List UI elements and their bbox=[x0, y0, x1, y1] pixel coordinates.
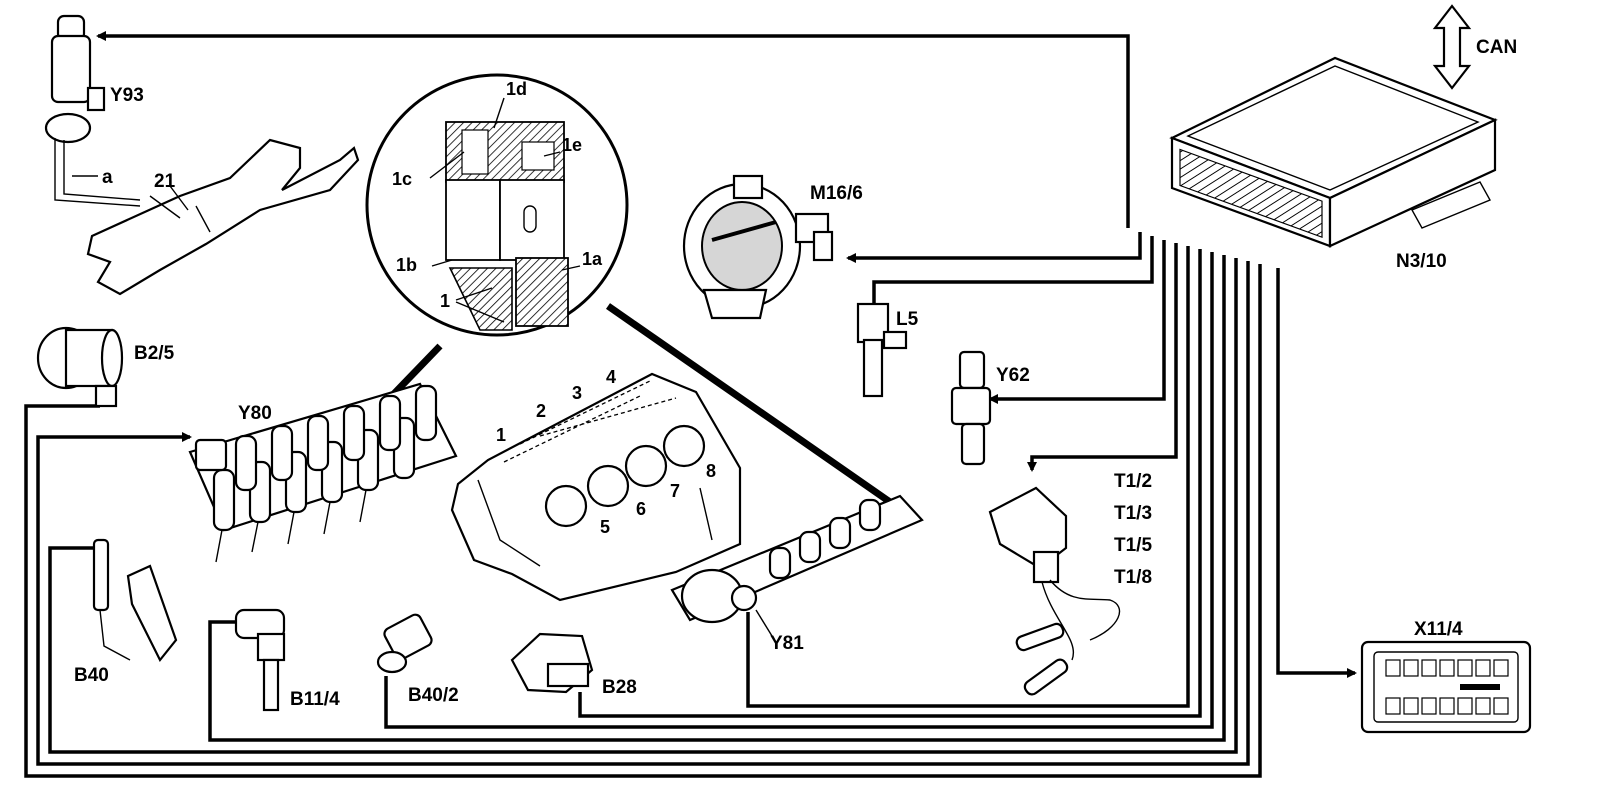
label-y81: Y81 bbox=[770, 633, 804, 654]
wire-b11-4 bbox=[208, 255, 1226, 742]
t1-ignition-coil bbox=[988, 486, 1121, 696]
label-cyl-2: 2 bbox=[536, 401, 547, 421]
label-b28: B28 bbox=[602, 677, 637, 698]
label-detail-1e: 1e bbox=[562, 135, 583, 155]
label-b40: B40 bbox=[74, 665, 109, 686]
wire-b40 bbox=[48, 258, 1238, 754]
label-t1-8: T1/8 bbox=[1114, 567, 1153, 588]
label-n3-10: N3/10 bbox=[1396, 251, 1447, 272]
label-detail-1: 1 bbox=[440, 291, 451, 311]
b40-2-sensor bbox=[376, 613, 433, 674]
label-cyl-4: 4 bbox=[606, 367, 617, 387]
label-cyl-8: 8 bbox=[706, 461, 717, 481]
label-21: 21 bbox=[154, 171, 176, 192]
can-arrow bbox=[1432, 4, 1472, 90]
label-y93: Y93 bbox=[110, 85, 144, 106]
label-cyl-6: 6 bbox=[636, 499, 647, 519]
wire-b40-2 bbox=[384, 252, 1214, 729]
wire-b2-5 bbox=[24, 264, 1262, 778]
b28-sensor bbox=[510, 632, 594, 694]
label-x11-4: X11/4 bbox=[1414, 619, 1463, 640]
label-t1-2: T1/2 bbox=[1114, 471, 1153, 492]
wire-y62 bbox=[988, 240, 1166, 404]
wire-y80 bbox=[36, 261, 1250, 766]
label-t1-5: T1/5 bbox=[1114, 535, 1153, 556]
wire-y93 bbox=[96, 31, 1130, 228]
label-t1-3: T1/3 bbox=[1114, 503, 1153, 524]
label-detail-1b: 1b bbox=[396, 255, 418, 275]
ecu-n3-10 bbox=[1169, 56, 1498, 248]
ecu-connector-pins bbox=[1179, 148, 1323, 238]
wire-b28 bbox=[578, 249, 1202, 718]
engine-block bbox=[450, 372, 742, 602]
b2-5-sensor bbox=[36, 326, 124, 408]
wire-m16-6 bbox=[846, 232, 1142, 263]
label-can: CAN bbox=[1476, 37, 1518, 58]
label-detail-1c: 1c bbox=[392, 169, 413, 189]
x11-4-connector bbox=[1360, 640, 1532, 734]
label-detail-1d: 1d bbox=[506, 79, 528, 99]
wire-x11-4 bbox=[1276, 268, 1357, 678]
label-b2-5: B2/5 bbox=[134, 343, 175, 364]
wire-y81 bbox=[746, 246, 1190, 708]
wiring-harness bbox=[24, 4, 1472, 778]
wire-l5 bbox=[872, 236, 1154, 306]
y80-camshaft bbox=[188, 382, 458, 563]
b11-4-sensor bbox=[234, 608, 286, 712]
label-y62: Y62 bbox=[996, 365, 1030, 386]
detail-magnifier bbox=[365, 73, 892, 505]
l5-sensor bbox=[856, 302, 908, 398]
label-m16-6: M16/6 bbox=[810, 183, 863, 204]
y93-valve bbox=[44, 14, 141, 207]
wire-t1 bbox=[1027, 243, 1178, 472]
y62-injector bbox=[950, 350, 992, 466]
m16-6-throttle bbox=[682, 174, 834, 320]
label-cyl-5: 5 bbox=[600, 517, 611, 537]
intake-pipe bbox=[86, 138, 360, 296]
label-cyl-3: 3 bbox=[572, 383, 583, 403]
label-cyl-1: 1 bbox=[496, 425, 507, 445]
label-a: a bbox=[102, 167, 113, 188]
b40-sensor bbox=[92, 538, 178, 663]
y81-camshaft bbox=[670, 494, 924, 637]
label-cyl-7: 7 bbox=[670, 481, 681, 501]
label-b11-4: B11/4 bbox=[290, 689, 340, 710]
label-detail-1a: 1a bbox=[582, 249, 603, 269]
label-l5: L5 bbox=[896, 309, 919, 330]
label-b40-2: B40/2 bbox=[408, 685, 459, 706]
label-y80: Y80 bbox=[238, 403, 272, 424]
